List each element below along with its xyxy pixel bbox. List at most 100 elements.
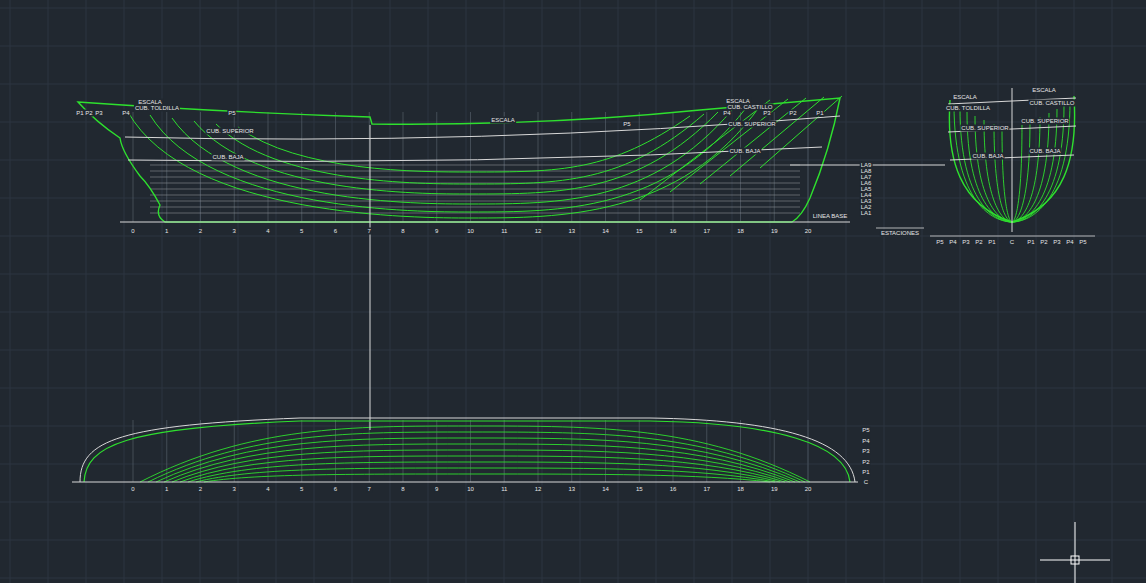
waterline-plan — [164, 444, 795, 482]
grid-line — [0, 502, 1146, 503]
grid-line — [846, 0, 847, 583]
section-line — [1012, 117, 1040, 222]
water-line — [150, 213, 800, 214]
view-label: P3 — [961, 239, 970, 246]
view-label: 11 — [500, 486, 508, 493]
station-line — [740, 420, 741, 482]
waterline-plan — [188, 462, 780, 482]
station-line — [403, 420, 404, 482]
view-label: 20 — [804, 486, 813, 493]
grid-line — [162, 0, 163, 583]
view-label: 3 — [232, 228, 237, 235]
view-label: CUB. TOLDILLA — [945, 105, 991, 112]
section-line — [954, 104, 1012, 222]
view-label: 1 — [164, 228, 169, 235]
waterline-plan — [148, 432, 805, 482]
view-label: 5 — [299, 228, 304, 235]
grid-line — [1074, 0, 1075, 583]
grid-line — [770, 0, 771, 583]
station-line — [538, 420, 539, 482]
station-line — [808, 420, 809, 482]
view-label: 2 — [198, 228, 203, 235]
view-label: P2 — [861, 459, 870, 466]
view-label: 8 — [400, 486, 405, 493]
grid-line — [466, 0, 467, 583]
view-label: 0 — [130, 486, 135, 493]
view-label: CUB. TOLDILLA — [134, 105, 180, 112]
view-label: CUB. BAJA — [1028, 148, 1061, 155]
view-label: P1 — [75, 110, 84, 117]
grid-line — [504, 0, 505, 583]
grid-line — [0, 8, 1146, 9]
water-line — [150, 207, 800, 208]
view-label: 19 — [770, 486, 779, 493]
view-label: 11 — [500, 228, 508, 235]
grid-line — [922, 0, 923, 583]
projection-line — [370, 125, 371, 430]
water-line — [150, 195, 800, 196]
section-line — [984, 120, 1012, 222]
station-line — [504, 420, 505, 482]
view-label: 7 — [367, 486, 372, 493]
view-label: 4 — [265, 486, 270, 493]
grid-line — [314, 0, 315, 583]
station-line — [470, 420, 471, 482]
view-label: CUB. CASTILLO — [1028, 100, 1075, 107]
waterline-plan — [172, 450, 790, 482]
hull-lines — [128, 96, 1070, 482]
grid-line — [276, 0, 277, 583]
water-line — [150, 177, 800, 178]
view-label: 8 — [400, 228, 405, 235]
view-label: P2 — [974, 239, 983, 246]
view-label: 6 — [333, 486, 338, 493]
view-label: P4 — [1065, 239, 1074, 246]
view-label: 14 — [601, 228, 610, 235]
grid-line — [86, 0, 87, 583]
grid-line — [0, 426, 1146, 427]
grid-line — [732, 0, 733, 583]
view-label: ESTACIONES — [880, 230, 920, 237]
section-line — [1002, 128, 1012, 222]
view-label: P1 — [815, 110, 824, 117]
view-label: 9 — [434, 486, 439, 493]
water-line — [150, 171, 800, 172]
view-label: 20 — [804, 228, 813, 235]
view-label: 17 — [702, 486, 711, 493]
base-line — [120, 222, 850, 223]
grid-line — [48, 0, 49, 583]
grid-line — [542, 0, 543, 583]
grid-line — [656, 0, 657, 583]
view-label: 13 — [567, 228, 576, 235]
view-label: 3 — [232, 486, 237, 493]
section-line — [1012, 109, 1057, 222]
view-label: CUB. BAJA — [728, 148, 761, 155]
waterline-plan — [140, 426, 810, 482]
grid-line — [0, 350, 1146, 351]
cursor — [1075, 522, 1076, 583]
grid-line — [0, 274, 1146, 275]
view-label: C — [1009, 239, 1015, 246]
grid-line — [0, 540, 1146, 541]
view-label: 14 — [601, 486, 610, 493]
waterline-plan — [156, 438, 800, 482]
grid-line — [0, 46, 1146, 47]
diagonal-line — [640, 100, 770, 200]
view-label: 16 — [669, 486, 678, 493]
profile-outline — [78, 98, 840, 222]
grid-line — [238, 0, 239, 583]
station-line — [808, 112, 809, 222]
view-label: P4 — [948, 239, 957, 246]
station-line — [470, 112, 471, 222]
view-label: LINEA BASE — [812, 213, 849, 220]
view-label: P2 — [788, 110, 797, 117]
view-label: P3 — [94, 110, 103, 117]
view-label: 12 — [534, 486, 543, 493]
view-label: 0 — [130, 228, 135, 235]
waterline-plan — [196, 468, 775, 482]
station-line — [436, 112, 437, 222]
water-line — [150, 189, 800, 190]
view-label: P1 — [861, 469, 870, 476]
view-label: 17 — [702, 228, 711, 235]
